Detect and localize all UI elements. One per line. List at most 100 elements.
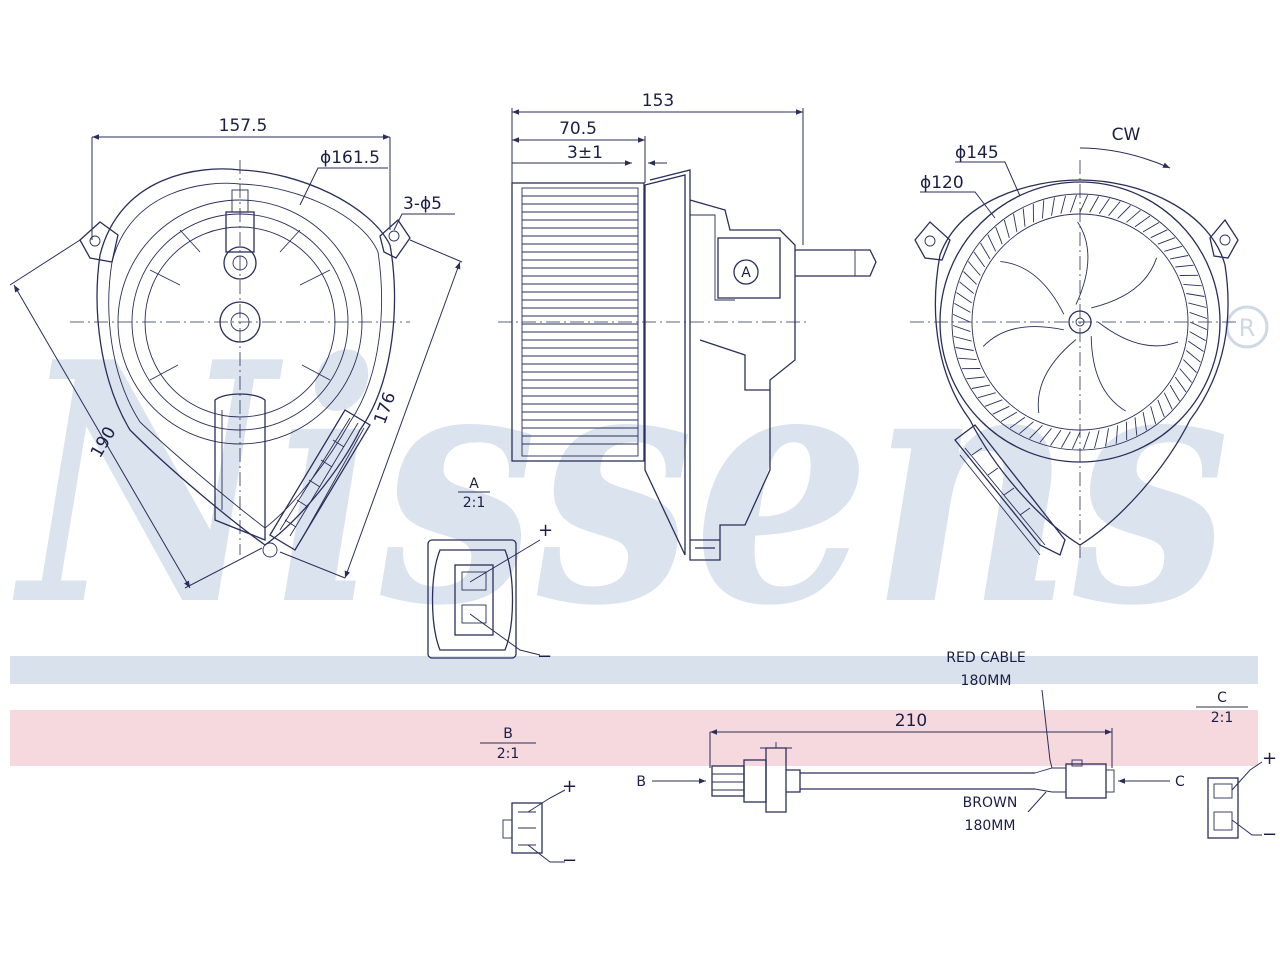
impeller-vane: [1037, 339, 1077, 414]
impeller-blade: [1150, 229, 1168, 239]
impeller-blade: [1134, 417, 1138, 436]
watermark-band-blue: [10, 656, 1258, 684]
impeller-blade: [1170, 255, 1189, 260]
impeller-blade: [1009, 416, 1026, 429]
impeller-blade: [1060, 195, 1066, 214]
impeller-vane: [1000, 261, 1065, 315]
impeller-blade: [1183, 359, 1197, 373]
detail-b-minus: −: [562, 850, 577, 871]
impeller-blade: [995, 226, 1003, 245]
detail-b-plus: +: [562, 776, 577, 797]
cable-end-c: C: [1175, 774, 1185, 790]
impeller-blade: [1022, 208, 1026, 227]
impeller-blade: [1089, 196, 1099, 213]
impeller-blade: [984, 399, 1003, 407]
impeller-blade: [987, 234, 997, 252]
impeller-blade: [1071, 431, 1081, 449]
impeller-blade: [1179, 368, 1193, 383]
impeller-blade: [959, 281, 974, 294]
impeller-blade: [1019, 421, 1034, 435]
impeller-blade: [1117, 205, 1131, 219]
impeller-blade: [1188, 302, 1207, 308]
impeller-blade: [1186, 293, 1205, 297]
impeller-blade: [971, 384, 990, 389]
detail-c-minus: −: [1262, 824, 1277, 845]
impeller-blade: [1189, 311, 1208, 319]
impeller-blade: [1069, 194, 1077, 213]
impeller-blade: [1098, 198, 1110, 214]
impeller-blade: [1079, 195, 1089, 213]
impeller-blade: [1000, 411, 1018, 422]
side-dim-gap: 3±1: [567, 143, 603, 163]
detail-c-scale: 2:1: [1211, 710, 1234, 726]
red-cable-label-1: RED CABLE: [946, 650, 1025, 666]
impeller-blade: [1183, 283, 1202, 287]
detail-c-plus: +: [1262, 748, 1277, 769]
detail-c: C 2:1 + −: [1196, 690, 1277, 845]
impeller-blade: [1189, 331, 1206, 341]
impeller-vane: [1090, 336, 1126, 412]
impeller-blade: [992, 405, 1010, 415]
impeller-blade: [1142, 412, 1147, 431]
detail-b: B 2:1 + −: [480, 726, 577, 871]
impeller-blade: [1174, 376, 1187, 393]
impeller-blade: [952, 325, 971, 333]
impeller-blade: [958, 357, 977, 361]
impeller-blade: [1163, 392, 1173, 410]
detail-a-scale: 2:1: [463, 495, 486, 511]
detail-c-title: C: [1217, 690, 1227, 706]
front-dim-diameter: ϕ161.5: [320, 148, 380, 168]
impeller-blade: [1164, 245, 1183, 252]
cable-length: 210: [895, 711, 927, 731]
impeller-blade: [1050, 430, 1062, 446]
impeller-blade: [954, 303, 971, 313]
rear-dim-outer: ϕ145: [955, 143, 999, 163]
impeller-blade: [980, 242, 991, 260]
impeller-blade: [953, 336, 972, 342]
impeller-blade: [1188, 340, 1204, 352]
impeller-blade: [1083, 431, 1091, 450]
cable-assembly: 210 B C RED CABLE 180MM BROWN 180MM: [636, 650, 1185, 834]
impeller-blade: [1142, 222, 1160, 233]
side-dim-total: 153: [642, 91, 674, 111]
cable-end-b: B: [636, 774, 646, 790]
impeller-blade: [966, 376, 985, 380]
impeller-blade: [1157, 237, 1176, 245]
impeller-blade: [1150, 406, 1157, 425]
impeller-blade: [1039, 428, 1052, 443]
impeller-blade: [973, 251, 986, 268]
impeller-blade: [1013, 213, 1018, 232]
impeller-blade: [963, 271, 977, 285]
watermark-band-red: [10, 710, 1258, 766]
impeller-blade: [1189, 321, 1207, 331]
impeller-blade: [1169, 384, 1180, 402]
impeller-blade: [1175, 264, 1194, 268]
brown-label-1: BROWN: [963, 795, 1018, 811]
side-detail-mark: A: [741, 265, 751, 281]
side-dim-wheel: 70.5: [559, 119, 597, 139]
registered-mark: R: [1239, 314, 1256, 342]
impeller-blade: [1126, 209, 1141, 223]
front-dim-holes: 3-ϕ5: [403, 194, 442, 214]
impeller-blade: [1157, 399, 1165, 418]
detail-a-title: A: [469, 476, 479, 492]
impeller-vane: [1097, 321, 1179, 347]
rear-view: CW ϕ145 ϕ120: [910, 125, 1240, 560]
impeller-vane: [982, 326, 1064, 347]
watermark: Nissens R: [10, 290, 1269, 766]
impeller-blade: [1134, 215, 1151, 228]
impeller-blade: [977, 392, 996, 399]
detail-b-scale: 2:1: [497, 746, 520, 762]
impeller-blade: [967, 261, 981, 276]
red-cable-label-2: 180MM: [961, 673, 1012, 689]
impeller-blade: [1115, 425, 1119, 444]
impeller-blade: [1051, 197, 1055, 216]
rear-dim-inner: ϕ120: [920, 173, 964, 193]
detail-a-minus: −: [537, 646, 552, 667]
impeller-vane: [1091, 257, 1158, 309]
impeller-blade: [1041, 200, 1045, 219]
impeller-blade: [1003, 219, 1010, 238]
impeller-blade: [1105, 428, 1109, 447]
detail-b-title: B: [503, 726, 513, 742]
